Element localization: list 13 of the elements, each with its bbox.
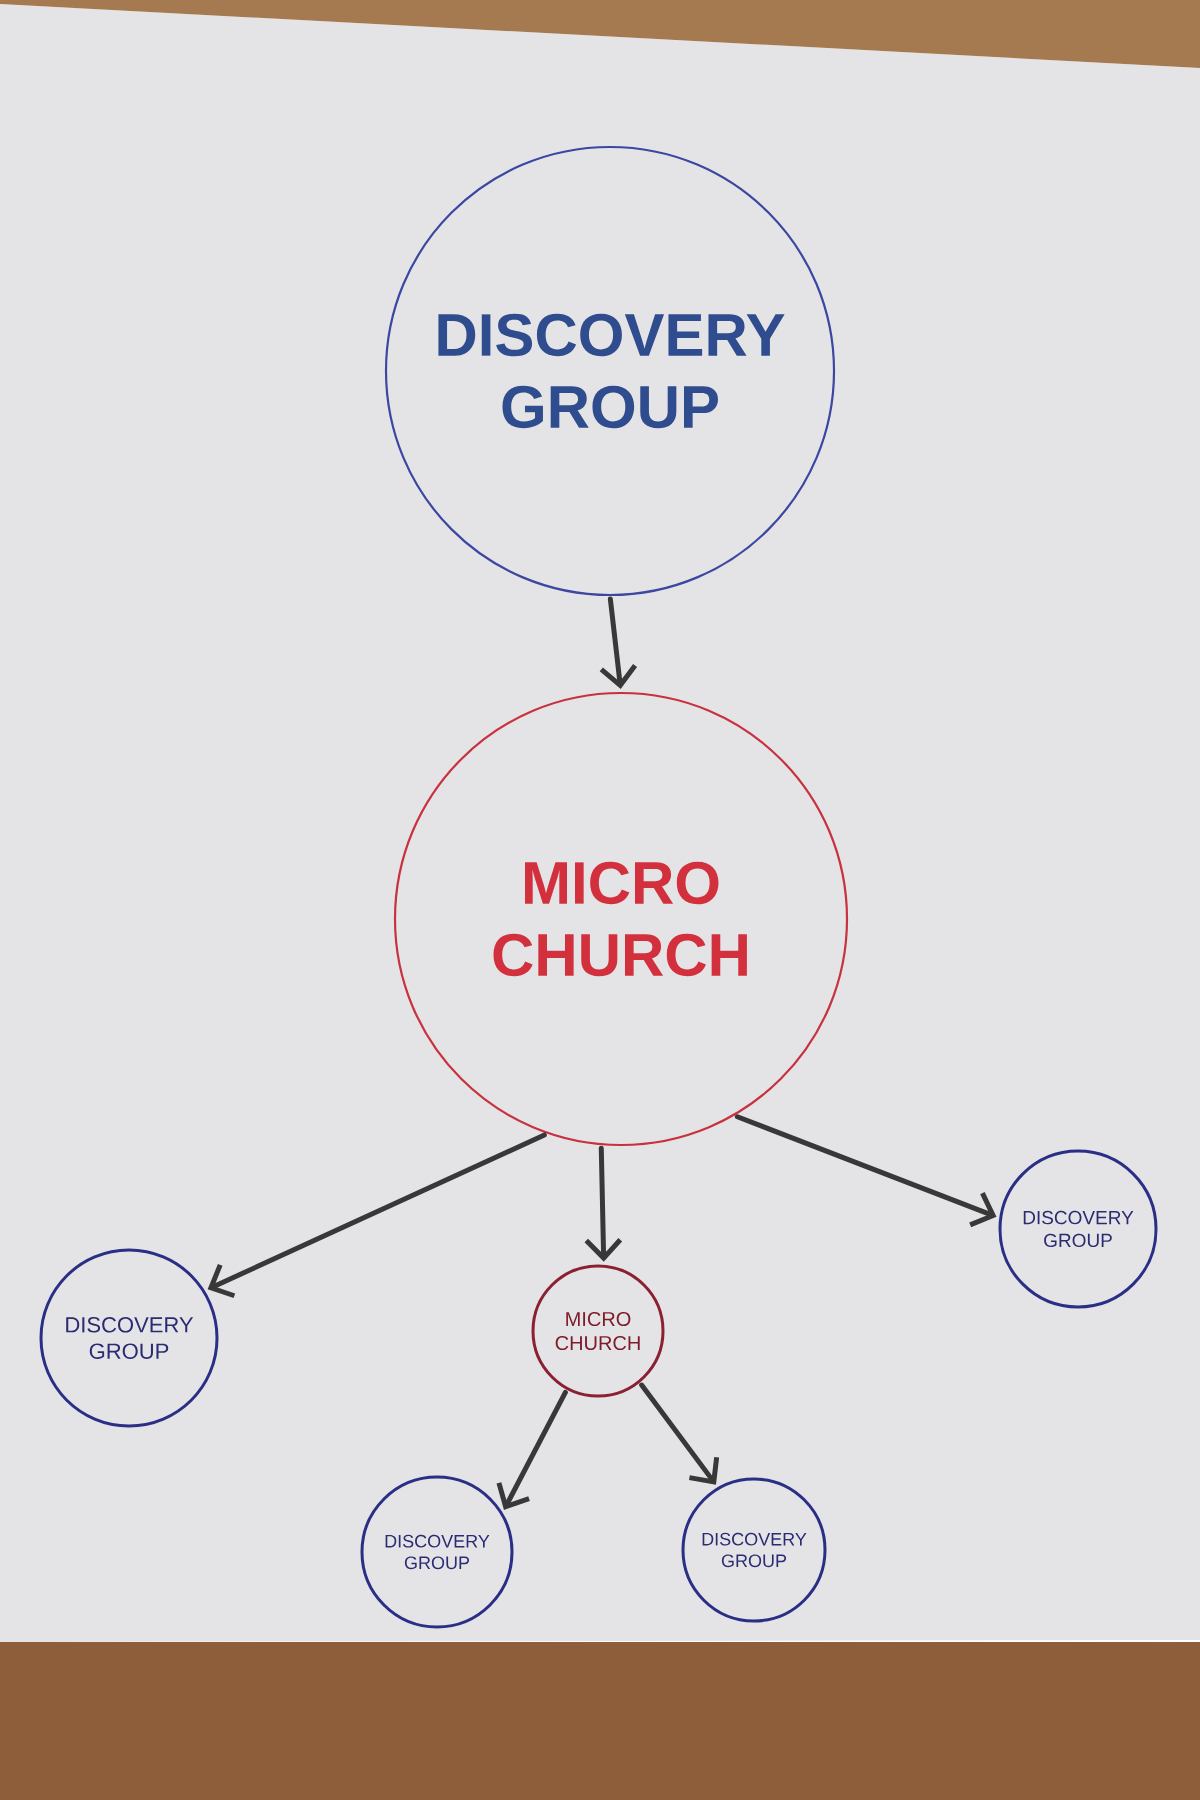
arrow (599, 596, 638, 689)
circle-node: DISCOVERY GROUP (998, 1149, 1158, 1309)
circle-node: MICRO CHURCH (531, 1264, 665, 1398)
arrow (734, 1114, 997, 1228)
circle-node: DISCOVERY GROUP (681, 1477, 827, 1623)
circle-node: MICRO CHURCH (393, 691, 849, 1147)
circle-node: DISCOVERY GROUP (360, 1475, 514, 1629)
circle-node: DISCOVERY GROUP (384, 145, 836, 597)
arrow (639, 1382, 720, 1485)
arrow (207, 1132, 547, 1299)
arrow (584, 1145, 623, 1262)
arrow (496, 1389, 568, 1510)
circle-node: DISCOVERY GROUP (39, 1248, 219, 1428)
